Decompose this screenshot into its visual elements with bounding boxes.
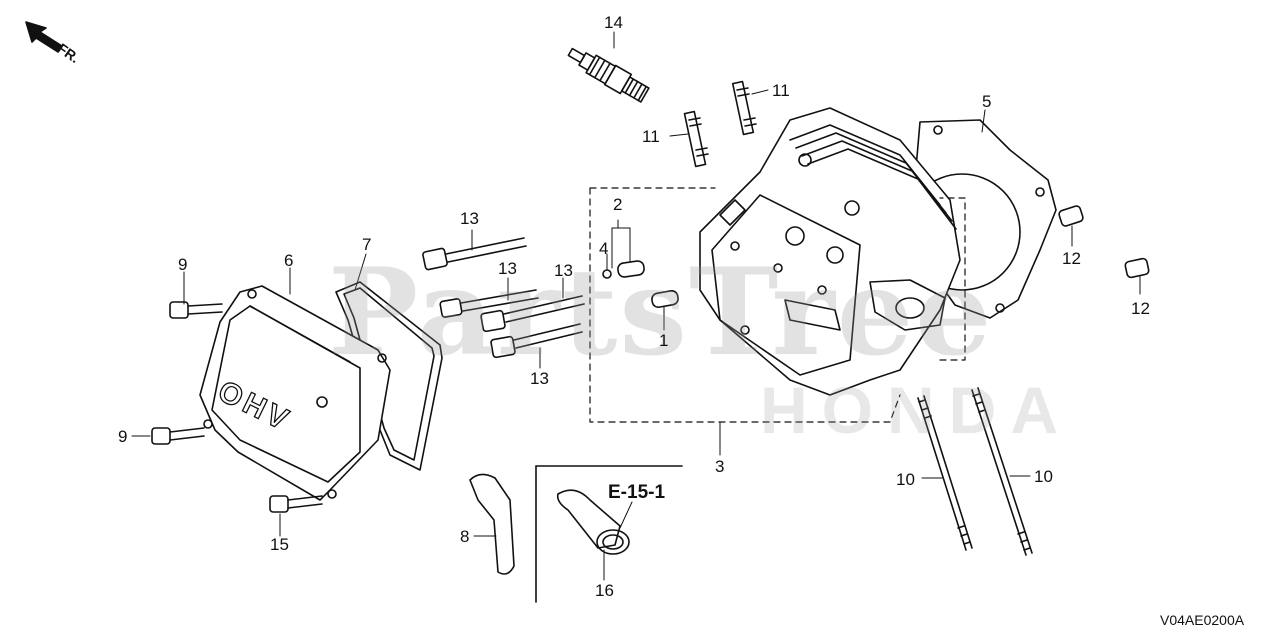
callout-5: 5 bbox=[982, 92, 992, 111]
callout-8: 8 bbox=[460, 527, 470, 546]
flange-bolt-13-c bbox=[480, 295, 585, 333]
callout-10-left: 10 bbox=[896, 470, 915, 489]
stud-bolt-10-right bbox=[971, 387, 1033, 556]
bolt-9-lower bbox=[151, 427, 205, 445]
cylinder-head-outline bbox=[589, 187, 966, 423]
dowel-pin-12-b bbox=[1124, 257, 1150, 279]
callout-11-right: 11 bbox=[772, 81, 790, 100]
callout-16: 16 bbox=[595, 581, 614, 600]
valve-part-1 bbox=[651, 289, 679, 309]
reference-inset-border bbox=[535, 465, 683, 603]
callout-2: 2 bbox=[613, 195, 623, 214]
callout-9-lower: 9 bbox=[118, 427, 128, 446]
spark-plug bbox=[567, 47, 650, 103]
callout-13-b: 13 bbox=[498, 259, 517, 278]
head-cover bbox=[199, 285, 391, 501]
flange-bolt-13-b bbox=[439, 289, 539, 318]
callout-13-d: 13 bbox=[530, 369, 549, 388]
callout-7: 7 bbox=[362, 235, 372, 254]
bolt-9-upper bbox=[169, 301, 223, 319]
valve-clip bbox=[602, 269, 612, 279]
callout-4: 4 bbox=[599, 239, 609, 258]
breather-tube-fitting bbox=[556, 489, 630, 555]
leader-lines bbox=[131, 31, 1141, 581]
callout-1: 1 bbox=[659, 331, 669, 350]
stud-bolt-11-left bbox=[683, 110, 709, 168]
callout-6: 6 bbox=[284, 251, 294, 270]
callout-12-a: 12 bbox=[1062, 249, 1081, 268]
callout-10-right: 10 bbox=[1034, 467, 1053, 486]
bolt-15 bbox=[269, 495, 323, 513]
callout-13-c: 13 bbox=[554, 261, 573, 280]
dowel-pin-12-a bbox=[1058, 205, 1084, 227]
callout-9-upper: 9 bbox=[178, 255, 188, 274]
callout-14: 14 bbox=[604, 13, 623, 32]
stud-bolt-10-left bbox=[917, 395, 973, 551]
front-arrow-icon bbox=[25, 21, 63, 53]
flange-bolt-13-d bbox=[490, 323, 583, 359]
callout-11-left: 11 bbox=[642, 127, 660, 146]
valve-cap bbox=[617, 260, 645, 278]
breather-tube bbox=[469, 473, 515, 575]
stud-bolt-11-right bbox=[731, 80, 757, 136]
reference-label: E-15-1 bbox=[608, 482, 666, 503]
callout-3: 3 bbox=[715, 457, 725, 476]
drawing-code: V04AE0200A bbox=[1160, 612, 1245, 628]
callout-12-b: 12 bbox=[1131, 299, 1150, 318]
cylinder-head bbox=[699, 107, 961, 396]
callout-15: 15 bbox=[270, 535, 289, 554]
flange-bolt-13-a bbox=[422, 237, 527, 271]
callout-13-a: 13 bbox=[460, 209, 479, 228]
